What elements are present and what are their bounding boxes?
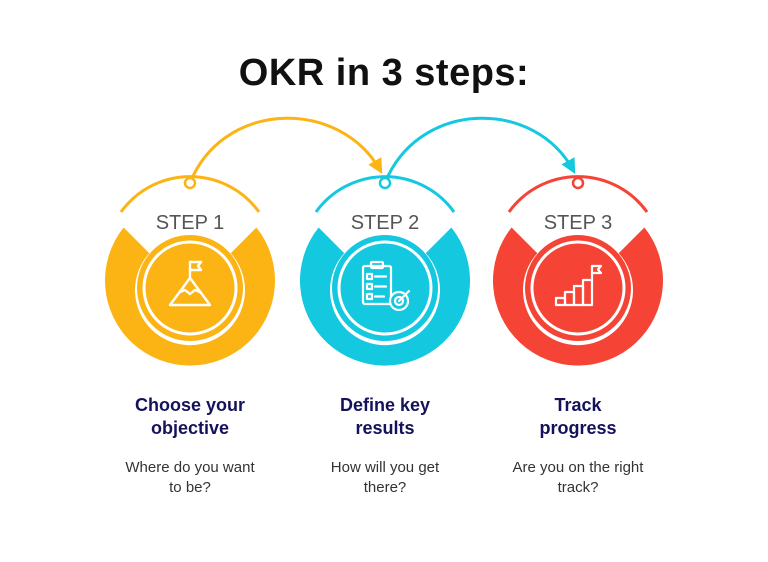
step-1-label: STEP 1 xyxy=(156,212,225,234)
connector-arrow-1 xyxy=(191,116,383,177)
step-1-top-arc xyxy=(119,175,261,213)
stairs-flag-icon xyxy=(554,264,603,307)
connector-arrow-2 xyxy=(386,116,576,177)
step-2-graphic: STEP 2 xyxy=(300,175,471,366)
step-1-graphic: STEP 1 xyxy=(105,175,275,366)
step-3-label: STEP 3 xyxy=(544,212,613,234)
step-2-ring xyxy=(300,227,471,366)
step-2-heading: Define key results xyxy=(339,395,431,438)
page-title: OKR in 3 steps: xyxy=(238,52,530,94)
step-3-top-arc xyxy=(507,175,649,213)
step-1-description: Where do you want to be? xyxy=(125,459,255,496)
checklist-target-icon xyxy=(361,260,411,312)
step-2-label: STEP 2 xyxy=(351,212,420,234)
step-2-top-arc xyxy=(314,175,456,213)
mountain-flag-icon xyxy=(168,260,212,307)
step-3-ring xyxy=(493,227,664,366)
step-3-description: Are you on the right track? xyxy=(512,459,644,496)
step-1-ring xyxy=(105,227,275,366)
step-1-heading: Choose your objective xyxy=(134,395,245,438)
step-2-description: How will you get there? xyxy=(330,459,440,496)
step-3-graphic: STEP 3 xyxy=(493,175,664,366)
step-3-heading: Track progress xyxy=(539,395,617,438)
